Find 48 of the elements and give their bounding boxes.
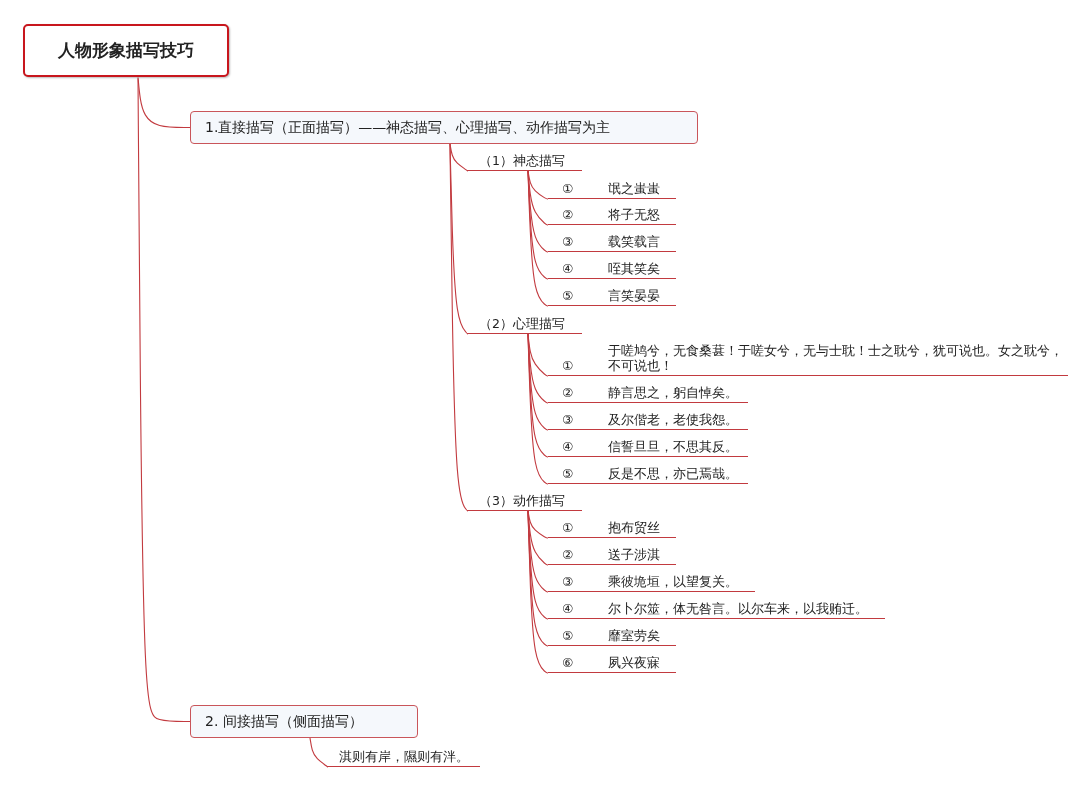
list-number: ③: [562, 412, 574, 427]
topic-text: 夙兴夜寐: [608, 655, 661, 670]
branch-connector: [527, 170, 549, 307]
topic-text: 淇则有岸，隰则有泮。: [339, 749, 469, 764]
list-number: ②: [562, 385, 574, 400]
branch-topic-box: [190, 111, 698, 144]
topic-text: （2）心理描写: [479, 316, 565, 331]
topic-text: 于嗟鸠兮，无食桑葚！于嗟女兮，无与士耽！士之耽兮，犹可说也。女之耽兮，不可说也！: [608, 343, 1064, 373]
list-number: ②: [562, 207, 574, 222]
list-number: ④: [562, 439, 574, 454]
branch-connector: [137, 76, 191, 723]
list-number: ⑥: [562, 655, 574, 670]
topic-text: 信誓旦旦，不思其反。: [608, 439, 739, 454]
topic-text: （3）动作描写: [479, 493, 565, 508]
topic-text: 送子涉淇: [608, 547, 661, 562]
topic-text: 载笑载言: [608, 234, 661, 249]
topic-text: 咥其笑矣: [608, 261, 661, 276]
topic-text: 1.直接描写（正面描写）——神态描写、心理描写、动作描写为主: [205, 118, 611, 137]
topic-text: 抱布贸丝: [608, 520, 661, 535]
list-number: ③: [562, 234, 574, 249]
branch-topic-box: [190, 705, 418, 738]
topic-text: （1）神态描写: [479, 153, 565, 168]
topic-text: 言笑晏晏: [608, 288, 661, 303]
topic-text: 乘彼垝垣，以望复关。: [608, 574, 739, 589]
branch-connector: [309, 737, 328, 768]
list-number: ③: [562, 574, 574, 589]
topic-text: 及尔偕老，老使我怨。: [608, 412, 739, 427]
topic-text: 2. 间接描写（侧面描写）: [205, 712, 363, 731]
title-text: 人物形象描写技巧: [58, 39, 194, 62]
list-number: ④: [562, 261, 574, 276]
list-number: ⑤: [562, 288, 574, 303]
topic-text: 反是不思，亦已焉哉。: [608, 466, 739, 481]
list-number: ⑤: [562, 466, 574, 481]
root-topic-box: [23, 24, 229, 77]
branch-connector: [527, 510, 549, 674]
topic-text: 静言思之，躬自悼矣。: [608, 385, 739, 400]
topic-text: 靡室劳矣: [608, 628, 661, 643]
topic-text: 氓之蚩蚩: [608, 181, 661, 196]
list-number: ①: [562, 358, 574, 373]
topic-text: 将子无怒: [608, 207, 661, 222]
list-number: ①: [562, 520, 574, 535]
list-number: ⑤: [562, 628, 574, 643]
branch-connector: [527, 333, 549, 485]
list-number: ①: [562, 181, 574, 196]
branch-connector: [449, 143, 468, 512]
list-number: ②: [562, 547, 574, 562]
topic-text: 尔卜尔筮，体无咎言。以尔车来，以我贿迁。: [608, 601, 869, 616]
list-number: ④: [562, 601, 574, 616]
